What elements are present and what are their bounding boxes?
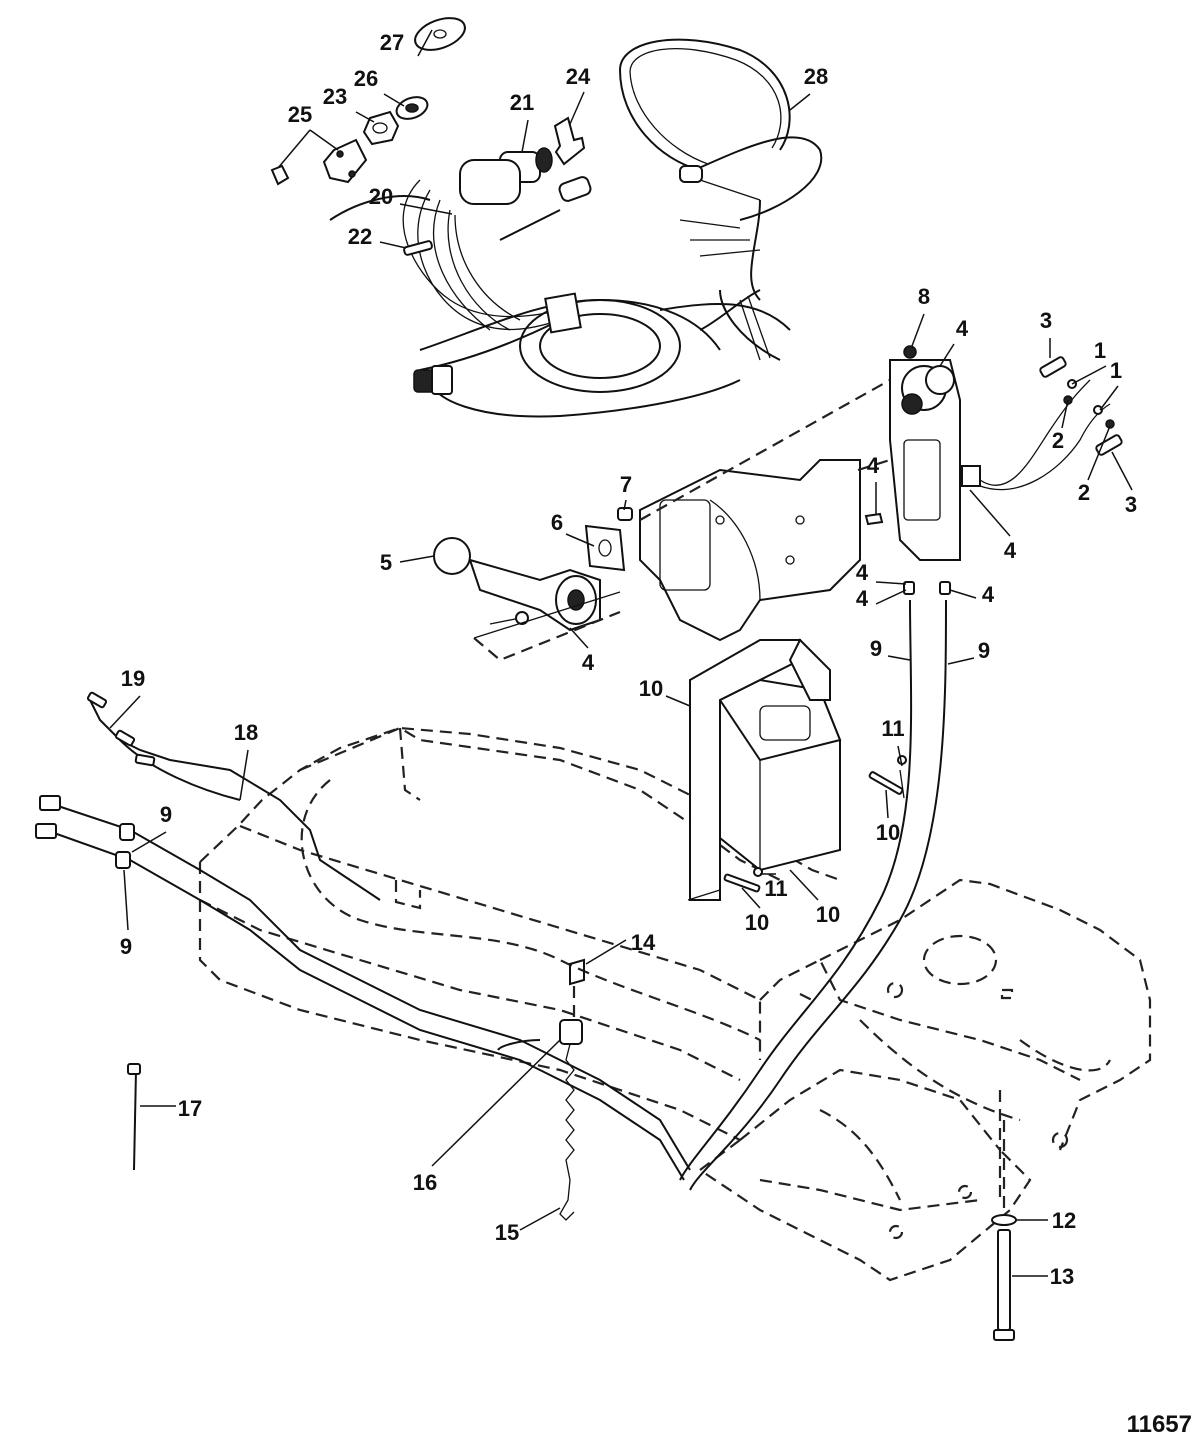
callout-c13: 13 [1050, 1264, 1074, 1289]
callout-c15: 15 [495, 1220, 519, 1245]
callout-c11a: 11 [881, 716, 904, 741]
callout-c10c: 10 [816, 902, 840, 927]
callout-c27: 27 [380, 30, 404, 55]
callout-c2b: 2 [1078, 480, 1090, 505]
callout-c10b: 10 [876, 820, 900, 845]
callout-c1a: 1 [1094, 338, 1106, 363]
switch-icon [901, 393, 923, 415]
callout-c7: 7 [620, 472, 632, 497]
figure-number: 11657 [1127, 1411, 1192, 1438]
callout-c10a: 10 [639, 676, 663, 701]
callout-c8: 8 [918, 284, 930, 309]
knob-icon [433, 537, 471, 575]
callout-c17: 17 [178, 1096, 202, 1121]
callout-c4f: 4 [982, 582, 995, 607]
battery-strap [689, 639, 801, 901]
callout-c18: 18 [234, 720, 258, 745]
mounting-bolt [991, 1120, 1017, 1341]
lanyard-and-misc [86, 691, 585, 1221]
callout-c4g: 4 [582, 650, 595, 675]
callout-c21: 21 [510, 90, 534, 115]
callout-c25: 25 [288, 102, 312, 127]
control-assembly [433, 345, 1123, 662]
callout-c16: 16 [413, 1170, 437, 1195]
label-plate-icon [414, 17, 466, 51]
callout-c28: 28 [804, 64, 828, 89]
callout-c5: 5 [380, 550, 392, 575]
callout-c4b: 4 [867, 453, 880, 478]
control-cables [35, 599, 947, 1191]
callout-c26: 26 [354, 66, 378, 91]
callout-c14: 14 [631, 930, 656, 955]
callout-c11b: 11 [764, 876, 787, 901]
callout-c4e: 4 [856, 586, 869, 611]
callout-c9b: 9 [978, 638, 990, 663]
callout-c9c: 9 [160, 802, 172, 827]
leader-lines [109, 29, 1133, 1277]
callout-c19: 19 [121, 666, 145, 691]
callout-c20: 20 [369, 184, 393, 209]
callout-c3b: 3 [1125, 492, 1137, 517]
callout-c4c: 4 [1004, 538, 1017, 563]
wiring-harness [329, 38, 823, 418]
callout-c4d: 4 [856, 560, 869, 585]
callout-c4a: 4 [956, 316, 969, 341]
callout-c12: 12 [1052, 1208, 1076, 1233]
callout-c9a: 9 [870, 636, 882, 661]
callout-c6: 6 [551, 510, 563, 535]
callout-c22: 22 [348, 224, 372, 249]
battery-box [687, 638, 907, 901]
callout-c2a: 2 [1052, 428, 1064, 453]
callout-c3a: 3 [1040, 308, 1052, 333]
callout-c23: 23 [323, 84, 347, 109]
callout-c10d: 10 [745, 910, 769, 935]
hull-outline [198, 726, 1152, 1282]
callout-c9d: 9 [120, 934, 132, 959]
callout-c1b: 1 [1110, 358, 1122, 383]
ignition-switch-group [270, 17, 586, 256]
callout-c24: 24 [566, 64, 591, 89]
key-icon [553, 116, 586, 166]
